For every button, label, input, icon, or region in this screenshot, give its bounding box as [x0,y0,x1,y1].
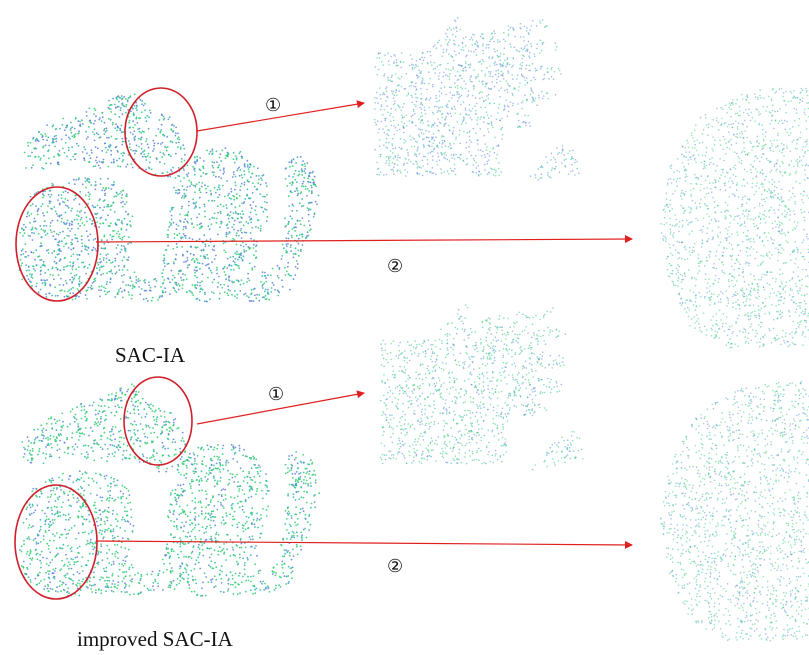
callout-1-label: ① [268,384,284,404]
zoom-body-point-cloud [660,381,809,642]
caption-improved-sac-ia: improved SAC-IA [77,627,234,651]
highlight-circle-body [15,485,97,599]
callout-1-label: ① [265,95,281,115]
arrow-2 [96,541,632,545]
callout-2-label: ② [387,556,403,576]
dragon-point-cloud [19,93,320,302]
zoom-body-point-cloud [660,88,809,349]
arrow-2 [96,239,632,242]
zoom-head-point-cloud [380,304,584,470]
highlight-circle-body [16,187,98,301]
caption-sac-ia: SAC-IA [115,343,186,367]
zoom-head-point-cloud [374,17,580,181]
dragon-point-cloud [19,383,320,596]
callout-2-label: ② [387,256,403,276]
panel-sac-ia: ① ② SAC-IA [16,17,809,367]
